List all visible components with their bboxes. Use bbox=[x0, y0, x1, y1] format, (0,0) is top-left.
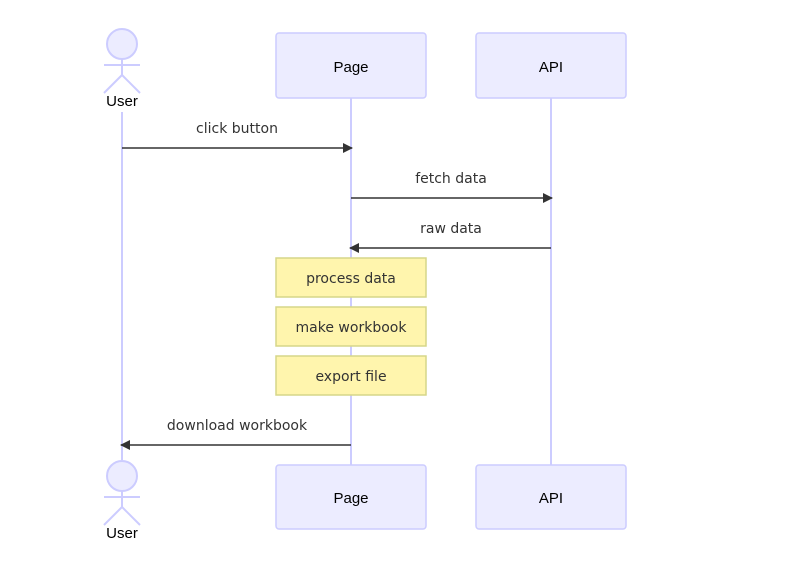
message-download-workbook: download workbook bbox=[120, 418, 351, 450]
note-box bbox=[275, 257, 427, 298]
message-click-button: click button bbox=[122, 121, 353, 153]
message-label: click button bbox=[196, 121, 278, 137]
page-label-top: Page bbox=[333, 59, 368, 76]
actor-head bbox=[106, 460, 138, 492]
note-box bbox=[275, 306, 427, 347]
message-label: fetch data bbox=[415, 171, 487, 187]
actor-leg-right bbox=[121, 506, 141, 526]
actor-leg-left bbox=[103, 74, 123, 94]
note-label: make workbook bbox=[296, 320, 408, 336]
note-export-file: export file bbox=[275, 355, 427, 396]
user-actor-bottom: User bbox=[103, 460, 141, 542]
api-participant-top: API bbox=[475, 32, 627, 99]
actor-leg-left bbox=[103, 506, 123, 526]
note-process-data: process data bbox=[275, 257, 427, 298]
note-label: export file bbox=[315, 369, 386, 385]
actor-head bbox=[106, 28, 138, 60]
api-box-top bbox=[475, 32, 627, 99]
note-box bbox=[275, 355, 427, 396]
page-box-bottom bbox=[275, 464, 427, 530]
page-participant-top: Page bbox=[275, 32, 427, 99]
api-box-bottom bbox=[475, 464, 627, 530]
message-label: raw data bbox=[420, 221, 482, 237]
message-fetch-data: fetch data bbox=[351, 171, 553, 203]
actor-leg-right bbox=[121, 74, 141, 94]
user-label-bottom: User bbox=[106, 525, 138, 542]
api-participant-bottom: API bbox=[475, 464, 627, 530]
page-participant-bottom: Page bbox=[275, 464, 427, 530]
page-box-top bbox=[275, 32, 427, 99]
message-label: download workbook bbox=[167, 418, 308, 434]
api-label-top: API bbox=[539, 59, 563, 76]
page-label-bottom: Page bbox=[333, 490, 368, 507]
user-label-top: User bbox=[106, 93, 138, 110]
api-label-bottom: API bbox=[539, 490, 563, 507]
note-make-workbook: make workbook bbox=[275, 306, 427, 347]
note-label: process data bbox=[306, 271, 396, 287]
message-raw-data: raw data bbox=[349, 221, 551, 253]
user-actor-top: User bbox=[103, 28, 141, 110]
